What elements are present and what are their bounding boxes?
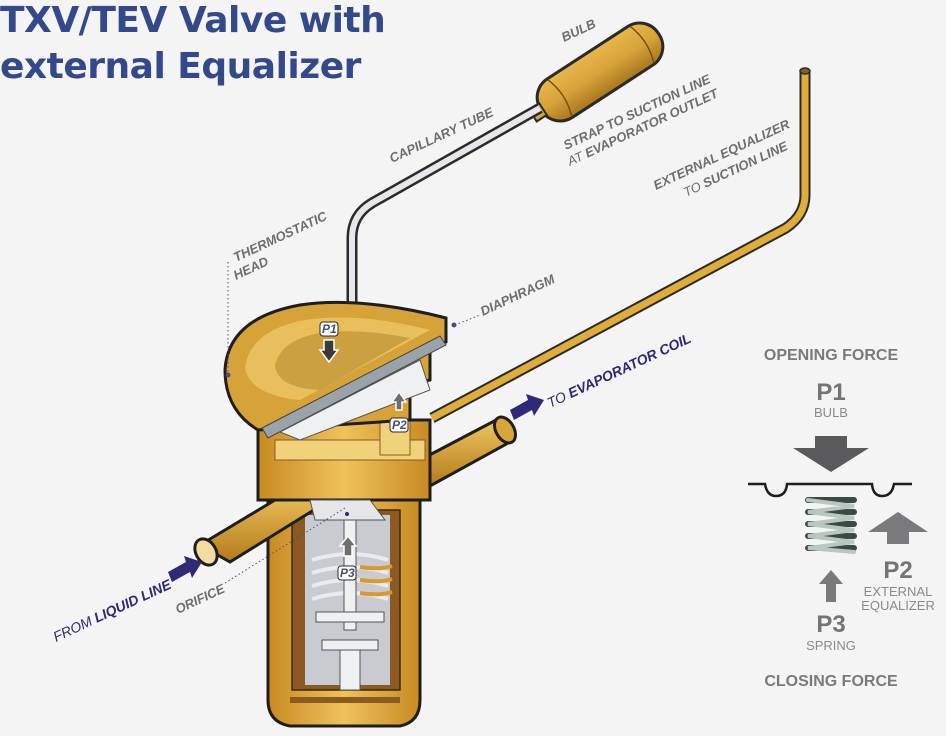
p3-up-arrow-icon bbox=[819, 570, 843, 602]
label-orifice: ORIFICE bbox=[173, 581, 227, 617]
legend-p3-name: P3 bbox=[816, 611, 845, 638]
svg-text:P1: P1 bbox=[322, 322, 337, 336]
p1-arrow-icon bbox=[318, 339, 340, 364]
diaphragm-line bbox=[748, 482, 912, 498]
legend-p1-source: BULB bbox=[814, 405, 848, 420]
title-line-2: external Equalizer bbox=[0, 46, 361, 87]
closing-force-label: CLOSING FORCE bbox=[764, 673, 898, 690]
legend-p2-source-line-2: EQUALIZER bbox=[861, 598, 935, 613]
opening-force-label: OPENING FORCE bbox=[764, 347, 899, 364]
p2-tag: P2 bbox=[389, 390, 409, 433]
p1-down-arrow-icon bbox=[793, 436, 869, 472]
label-from-liquid-line: FROM LIQUID LINE bbox=[51, 576, 175, 645]
outlet-fitting bbox=[418, 415, 517, 489]
to-evaporator-arrow-icon bbox=[510, 394, 544, 420]
p3-tag: P3 bbox=[337, 534, 358, 581]
from-liquid-line-arrow-icon bbox=[168, 556, 202, 582]
diaphragm-leader bbox=[454, 314, 481, 326]
p2-arrow-icon bbox=[390, 390, 408, 411]
p2-up-arrow-icon bbox=[868, 512, 928, 544]
label-bulb: BULB bbox=[559, 16, 598, 45]
p1-tag: P1 bbox=[318, 321, 340, 364]
p3-arrow-icon bbox=[338, 534, 358, 557]
svg-text:P3: P3 bbox=[340, 566, 355, 580]
thermostatic-head bbox=[223, 300, 448, 441]
force-legend: OPENING FORCE P1 BULB P2 EXTERNAL EQUALI… bbox=[748, 347, 935, 690]
diagram-title: TXV/TEV Valve with external Equalizer bbox=[0, 0, 386, 90]
diaphragm bbox=[261, 335, 447, 439]
bulb bbox=[527, 21, 665, 123]
legend-p2-name: P2 bbox=[883, 557, 912, 584]
legend-p1-name: P1 bbox=[816, 379, 845, 406]
label-diaphragm: DIAPHRAGM bbox=[478, 271, 558, 319]
label-thermostatic-line-1: THERMOSTATIC bbox=[231, 208, 330, 265]
svg-text:P2: P2 bbox=[392, 418, 407, 432]
title-line-1: TXV/TEV Valve with bbox=[0, 0, 386, 41]
label-capillary-tube: CAPILLARY TUBE bbox=[387, 104, 496, 165]
legend-spring-icon bbox=[805, 497, 857, 551]
legend-p3-source: SPRING bbox=[806, 638, 856, 653]
legend-p2-source-line-1: EXTERNAL bbox=[864, 584, 933, 599]
